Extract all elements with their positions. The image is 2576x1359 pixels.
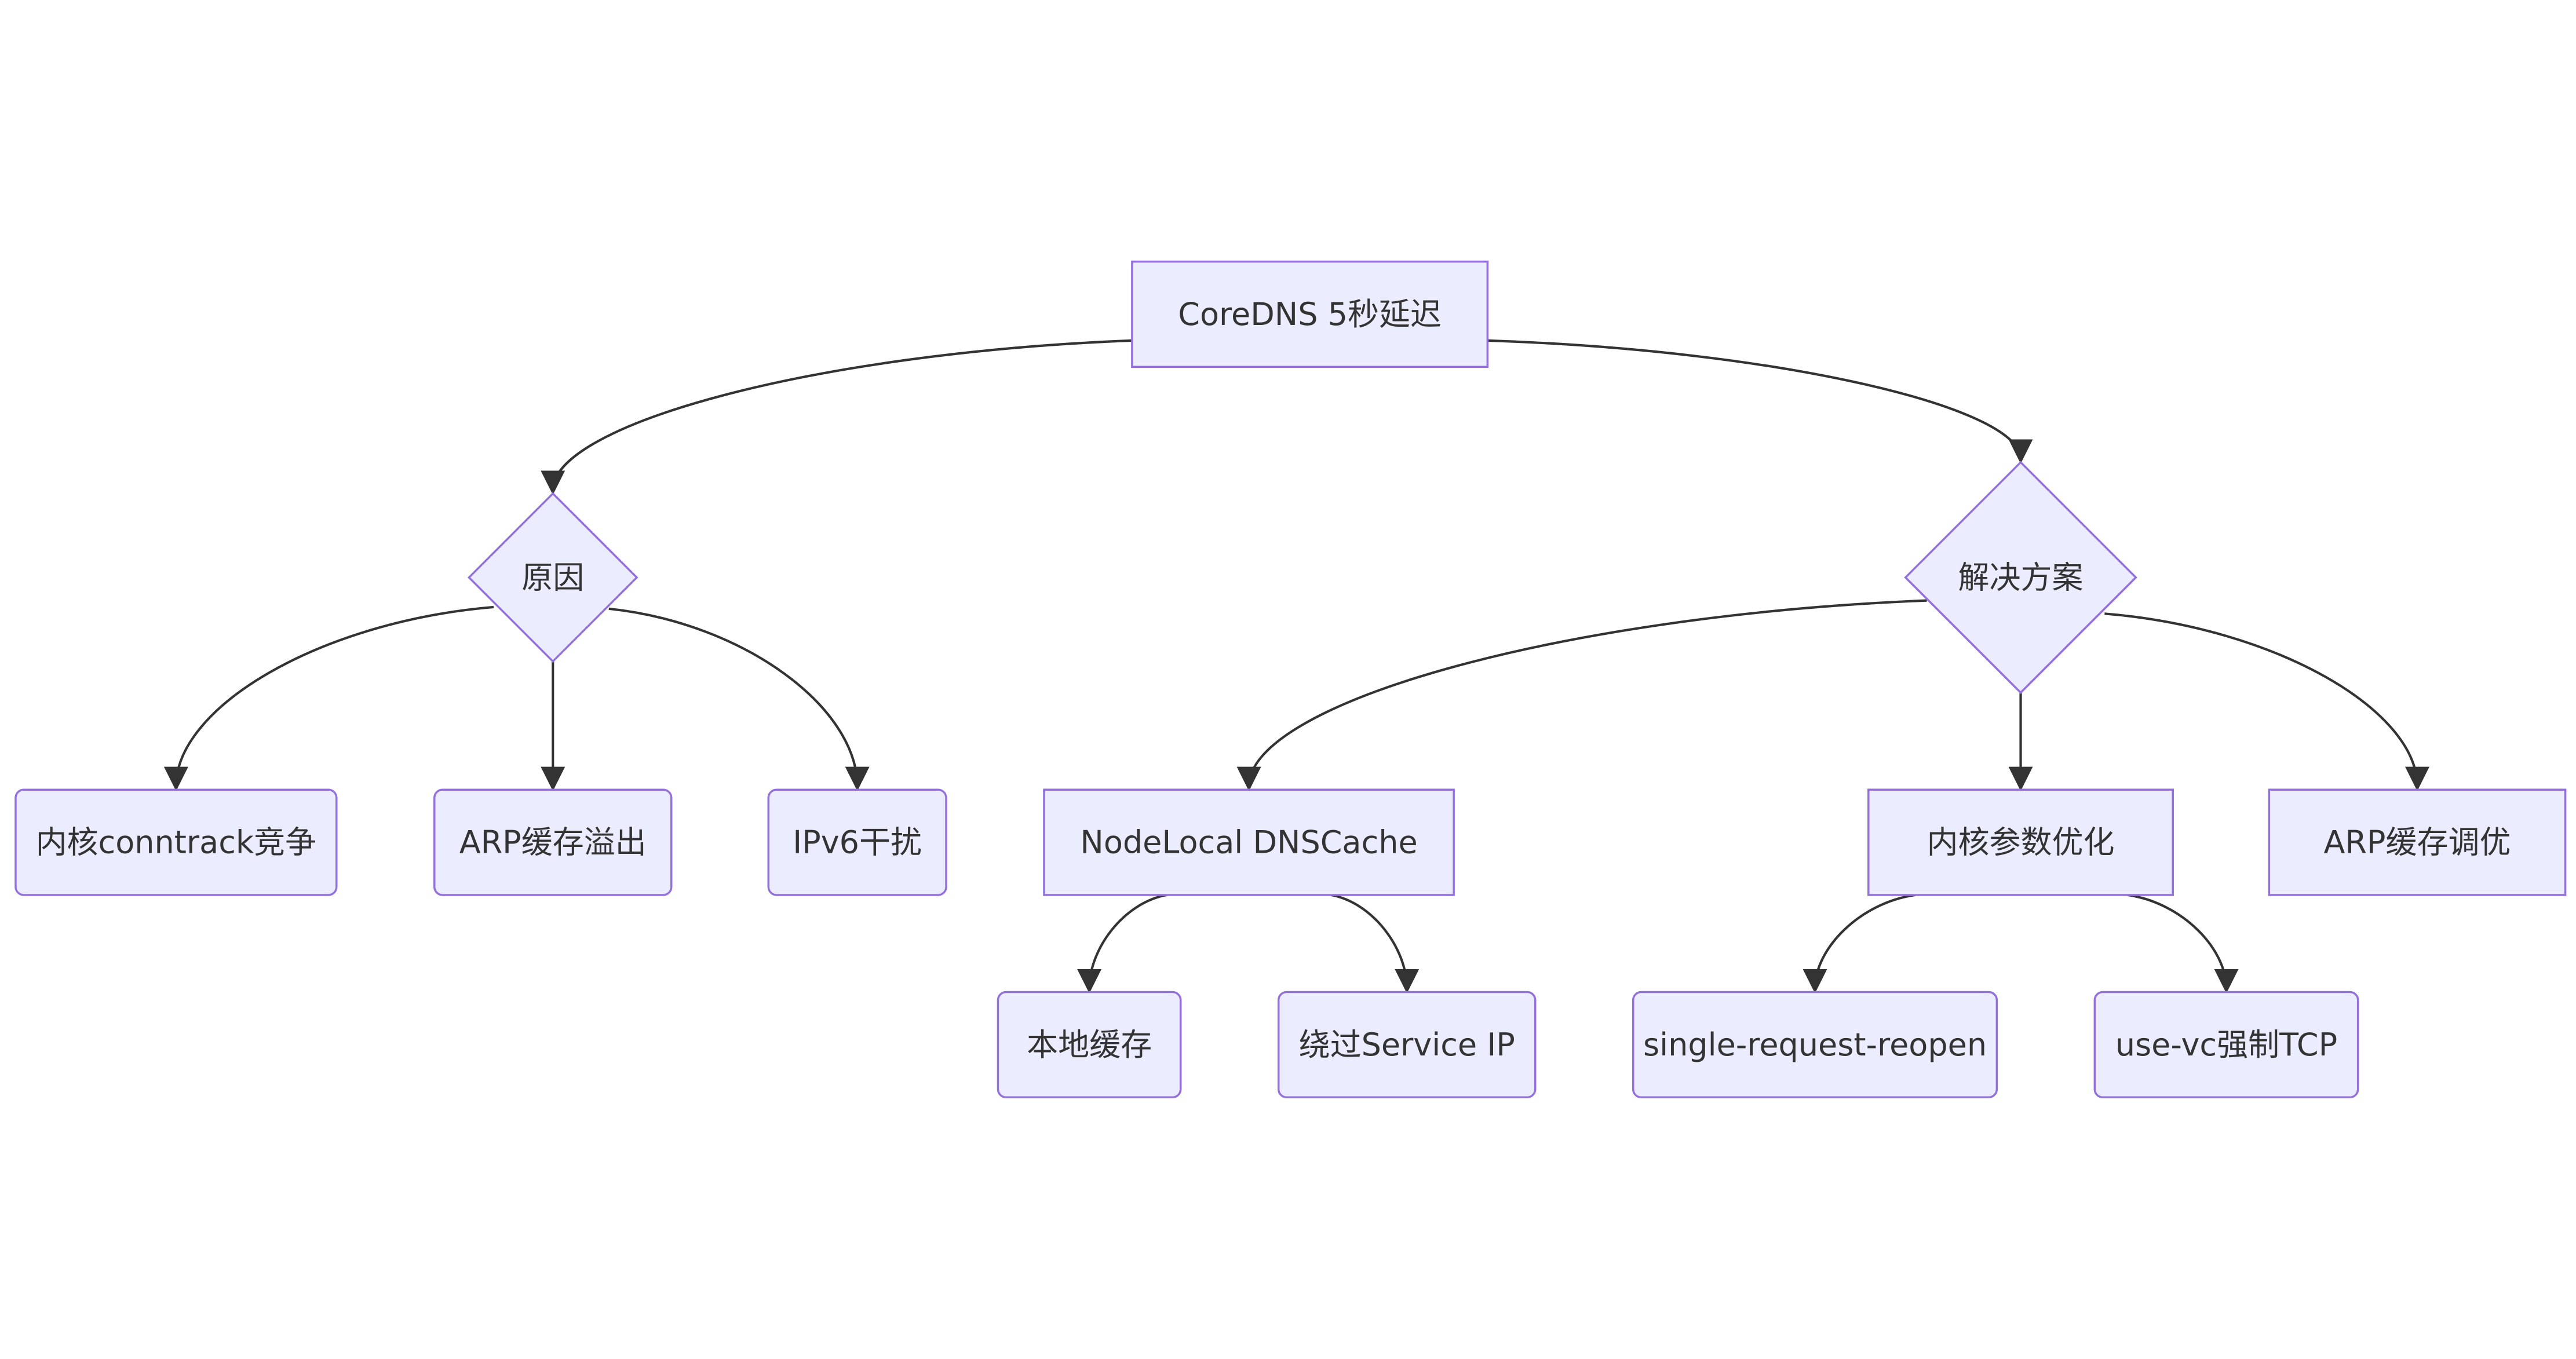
node-label: single-request-reopen — [1643, 1026, 1987, 1063]
node-label: 本地缓存 — [1027, 1026, 1152, 1063]
edge-cause-to-conntrack — [163, 605, 494, 791]
node-arp-tune: ARP缓存调优 — [2268, 788, 2567, 896]
rounded-rect-shape — [1277, 991, 1537, 1099]
node-label: 解决方案 — [1958, 559, 2084, 596]
node-single-request: single-request-reopen — [1632, 991, 1998, 1099]
diamond-shape — [467, 492, 638, 663]
rect-shape — [1131, 260, 1489, 368]
node-label: CoreDNS 5秒延迟 — [1178, 296, 1442, 333]
rounded-rect-shape — [1632, 991, 1998, 1099]
rounded-rect-shape — [433, 788, 673, 896]
node-cause: 原因 — [467, 492, 638, 663]
node-label: 绕过Service IP — [1299, 1026, 1515, 1063]
rect-shape — [2268, 788, 2567, 896]
node-nodelocal: NodeLocal DNSCache — [1043, 788, 1455, 896]
rounded-rect-shape — [14, 788, 338, 896]
node-label: use-vc强制TCP — [2115, 1026, 2337, 1063]
edge-root-to-cause — [541, 339, 1133, 495]
edge-kernel_tune-to-use_vc — [2127, 893, 2239, 993]
node-bypass-ip: 绕过Service IP — [1277, 991, 1537, 1099]
rect-shape — [1043, 788, 1455, 896]
rounded-rect-shape — [767, 788, 947, 896]
node-ipv6: IPv6干扰 — [767, 788, 947, 896]
edge-nodelocal-to-local_cache — [1077, 893, 1167, 993]
rounded-rect-shape — [2093, 991, 2359, 1099]
edge-solution-to-arp_tune — [2104, 612, 2429, 791]
edge-kernel_tune-to-single_request — [1803, 893, 1916, 993]
edge-cause-to-ipv6 — [608, 607, 870, 791]
diamond-shape — [1904, 461, 2137, 695]
edge-layer — [163, 339, 2429, 993]
node-conntrack: 内核conntrack竞争 — [14, 788, 338, 896]
edge-nodelocal-to-bypass_ip — [1331, 893, 1420, 993]
node-label: IPv6干扰 — [793, 824, 922, 861]
edge-solution-to-nodelocal — [1236, 599, 1927, 791]
node-label: ARP缓存溢出 — [459, 824, 647, 861]
node-label: NodeLocal DNSCache — [1080, 824, 1417, 861]
node-label: ARP缓存调优 — [2323, 824, 2511, 861]
node-arp-overflow: ARP缓存溢出 — [433, 788, 673, 896]
node-kernel-tune: 内核参数优化 — [1867, 788, 2174, 896]
node-solution: 解决方案 — [1904, 461, 2137, 695]
node-root: CoreDNS 5秒延迟 — [1131, 260, 1489, 368]
node-local-cache: 本地缓存 — [997, 991, 1182, 1099]
node-label: 内核参数优化 — [1927, 824, 2115, 861]
rounded-rect-shape — [997, 991, 1182, 1099]
rect-shape — [1867, 788, 2174, 896]
node-label: 原因 — [521, 559, 584, 596]
node-use-vc: use-vc强制TCP — [2093, 991, 2359, 1099]
node-label: 内核conntrack竞争 — [36, 824, 317, 861]
edge-root-to-solution — [1487, 339, 2033, 464]
